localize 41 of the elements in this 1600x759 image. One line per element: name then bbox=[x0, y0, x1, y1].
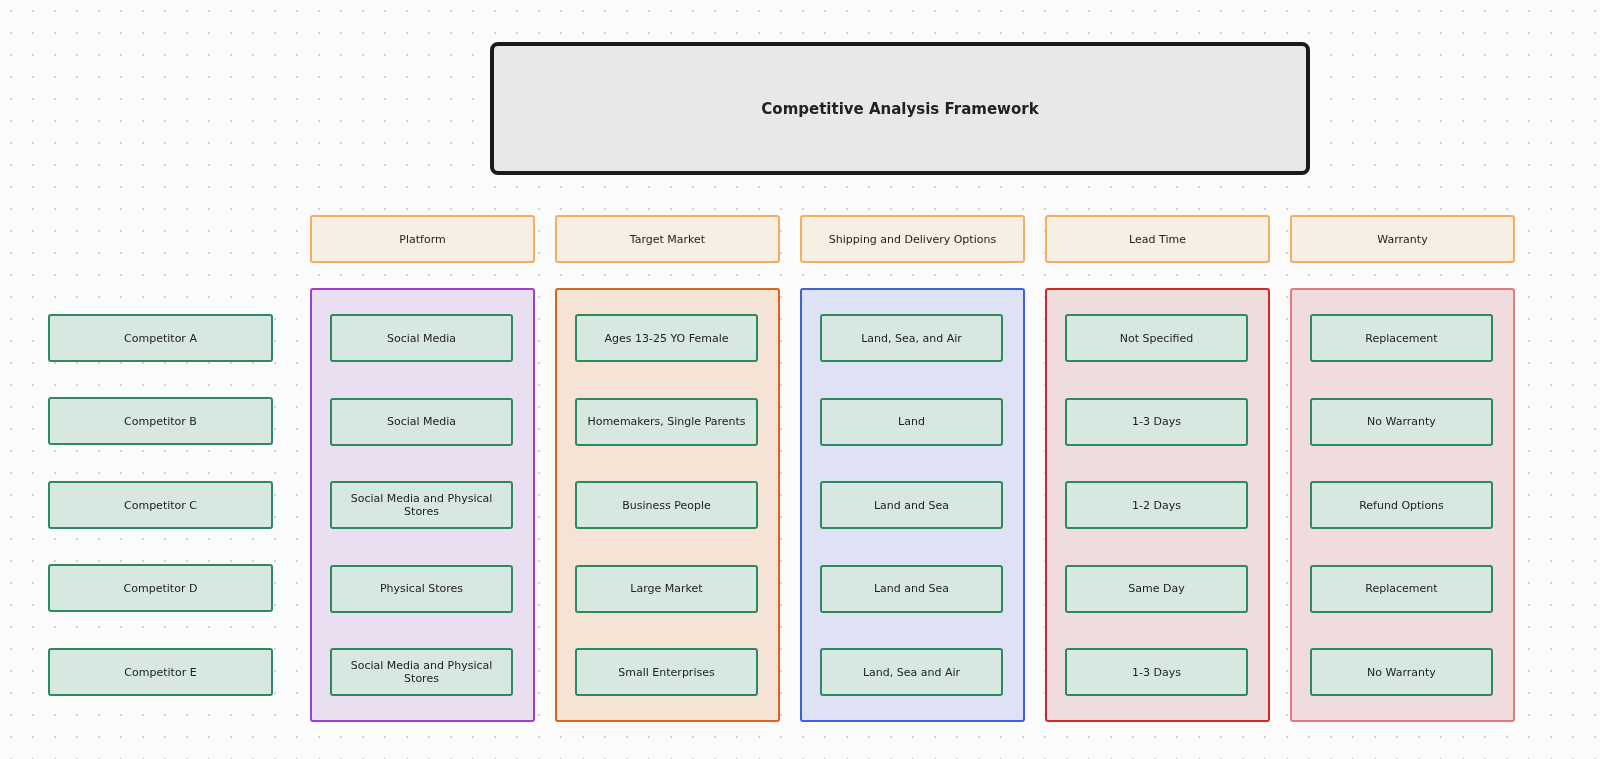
table-cell: 1-2 Days bbox=[1065, 481, 1248, 529]
table-cell: Land and Sea bbox=[820, 481, 1003, 529]
column-panel bbox=[800, 288, 1025, 722]
table-cell: Same Day bbox=[1065, 564, 1248, 613]
table-cell: 1-3 Days bbox=[1065, 648, 1248, 696]
table-cell: Replacement bbox=[1310, 564, 1493, 613]
table-cell: Land and Sea bbox=[820, 564, 1003, 613]
table-cell: Land, Sea, and Air bbox=[820, 314, 1003, 362]
table-cell: Physical Stores bbox=[330, 564, 513, 613]
table-cell: Refund Options bbox=[1310, 481, 1493, 529]
table-cell: Not Specified bbox=[1065, 314, 1248, 362]
title-box: Competitive Analysis Framework bbox=[490, 42, 1310, 175]
column-header: Warranty bbox=[1290, 215, 1515, 263]
column-panel bbox=[1045, 288, 1270, 722]
column-header: Lead Time bbox=[1045, 215, 1270, 263]
table-cell: Small Enterprises bbox=[575, 648, 758, 696]
table-cell: Social Media and Physical Stores bbox=[330, 481, 513, 529]
table-cell: Ages 13-25 YO Female bbox=[575, 314, 758, 362]
table-cell: Social Media and Physical Stores bbox=[330, 648, 513, 696]
row-header: Competitor A bbox=[48, 314, 273, 362]
column-panel bbox=[310, 288, 535, 722]
table-cell: Land bbox=[820, 397, 1003, 446]
column-header: Platform bbox=[310, 215, 535, 263]
table-cell: Social Media bbox=[330, 314, 513, 362]
table-cell: Business People bbox=[575, 481, 758, 529]
row-header: Competitor D bbox=[48, 564, 273, 612]
row-header: Competitor E bbox=[48, 648, 273, 696]
table-cell: No Warranty bbox=[1310, 397, 1493, 446]
column-panel bbox=[555, 288, 780, 722]
column-panel bbox=[1290, 288, 1515, 722]
table-cell: Homemakers, Single Parents bbox=[575, 397, 758, 446]
table-cell: No Warranty bbox=[1310, 648, 1493, 696]
column-header: Target Market bbox=[555, 215, 780, 263]
table-cell: Large Market bbox=[575, 564, 758, 613]
table-cell: 1-3 Days bbox=[1065, 397, 1248, 446]
table-cell: Social Media bbox=[330, 397, 513, 446]
table-cell: Land, Sea and Air bbox=[820, 648, 1003, 696]
row-header: Competitor C bbox=[48, 481, 273, 529]
table-cell: Replacement bbox=[1310, 314, 1493, 362]
row-header: Competitor B bbox=[48, 397, 273, 445]
column-header: Shipping and Delivery Options bbox=[800, 215, 1025, 263]
